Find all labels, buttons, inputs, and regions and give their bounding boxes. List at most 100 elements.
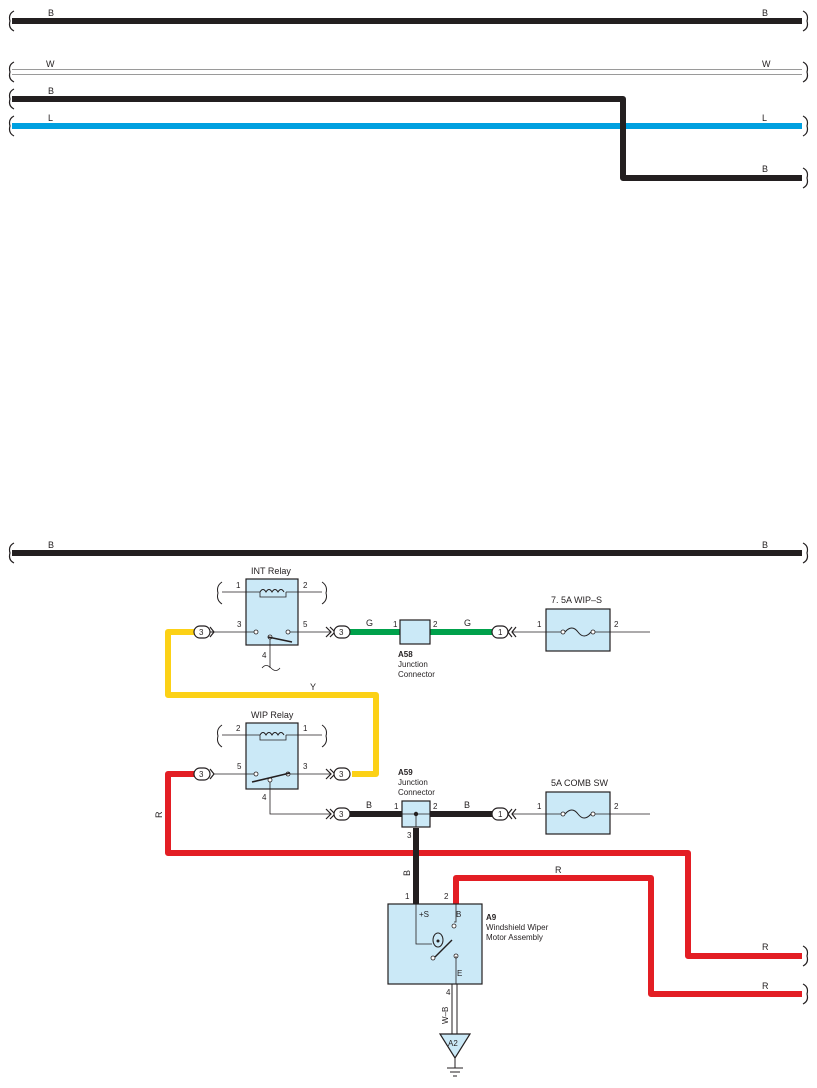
a58-pin1: 1 [393,620,398,629]
wire-label-r-right-2: R [762,981,769,991]
ground-code: A2 [448,1039,458,1048]
a9-pin1: 1 [405,892,410,901]
wire-label-r-vertical: R [154,811,164,818]
connector-comb: 1 [491,807,546,821]
wire-label-w-right: W [762,59,771,69]
int-relay-pin4: 4 [262,651,267,660]
a58-pin2: 2 [433,620,438,629]
int-relay-pin3: 3 [237,620,242,629]
wire-label-b-top-left: B [48,8,54,18]
fuse-comb-title: 5A COMB SW [551,778,609,788]
fuse-wips-title: 7. 5A WIP–S [551,595,602,605]
wire-label-y: Y [310,682,316,692]
int-relay-switch [267,636,293,643]
connector-comb-label: 1 [498,810,503,819]
connector-wips: 1 [491,625,546,639]
wire-label-l-left: L [48,113,53,123]
wip-relay: WIP Relay 2 1 5 3 4 [214,710,330,815]
a9-wiper-motor: 1 2 +S B E A9 Windshield Wiper Motor Ass… [387,892,549,997]
a59-pin2: 2 [433,802,438,811]
a59-name-line1: Junction [398,778,428,787]
wire-label-l-right: L [762,113,767,123]
connector-int-left: 3 [193,625,215,639]
wip-relay-title: WIP Relay [251,710,294,720]
connector-wips-label: 1 [498,628,503,637]
a9-term-s: +S [419,910,429,919]
wire-label-g-left: G [366,618,373,628]
wip-relay-pin3: 3 [303,762,308,771]
wire-r-main [165,771,802,959]
wire-y [165,629,379,777]
connector-wip-left-label: 3 [199,770,204,779]
wire-label-b-a59-right: B [464,800,470,810]
a58-name-line1: Junction [398,660,428,669]
ground-icon [447,1058,463,1077]
wip-relay-pin2: 2 [236,724,241,733]
a58-box [399,619,431,645]
wip-relay-pin4: 4 [262,793,267,802]
a59-name-line2: Connector [398,788,435,797]
connector-int-right: 3 [325,625,351,639]
wire-label-b-a59-left: B [366,800,372,810]
wire-label-b-top-right: B [762,8,768,18]
connector-wip-left: 3 [193,767,215,781]
a58-junction-connector: 1 2 A58 Junction Connector [393,619,438,679]
a9-box [387,903,483,985]
wire-label-r-right-1: R [762,942,769,952]
int-relay-pin2: 2 [303,581,308,590]
wire-label-b-a59-vertical: B [402,870,412,876]
a9-switch [434,939,453,958]
wire-label-b-bus-right: B [762,540,768,550]
int-relay-coil [259,589,285,593]
wire-b-step [12,96,802,181]
wire-label-w-left: W [46,59,55,69]
a9-pin2: 2 [444,892,449,901]
fuse-wips-pin2: 2 [614,620,619,629]
a58-name-line2: Connector [398,670,435,679]
wip-relay-pin1: 1 [303,724,308,733]
int-relay-title: INT Relay [251,566,291,576]
connector-int-left-label: 3 [199,628,204,637]
a9-code: A9 [486,913,497,922]
connector-int-right-label: 3 [339,628,344,637]
ground-wire-wb: W–B A2 [438,984,472,1077]
fuse-wips: 7. 5A WIP–S 1 2 [537,595,650,652]
int-relay: INT Relay 1 2 3 5 4 [214,566,330,671]
a9-term-e: E [457,969,462,978]
fuse-comb-pin2: 2 [614,802,619,811]
a59-code: A59 [398,768,413,777]
a59-pin3: 3 [407,831,412,840]
fuse-comb-pin1: 1 [537,802,542,811]
a59-junction-connector: A59 Junction Connector 1 2 3 [394,768,438,840]
a9-name-line1: Windshield Wiper [486,923,549,932]
wip-relay-coil [259,732,285,736]
int-relay-pin5: 5 [303,620,308,629]
fuse-wips-element [564,627,592,637]
wire-label-b-step-left: B [48,86,54,96]
a9-name-line2: Motor Assembly [486,933,543,942]
int-relay-box [245,578,299,646]
top-brackets [8,10,809,189]
bottom-b-bus: B B [8,540,809,564]
wire-label-b-bus-left: B [48,540,54,550]
wip-relay-switch [251,772,291,783]
a59-pin1: 1 [394,802,399,811]
fuse-comb-sw: 5A COMB SW 1 2 [537,778,650,835]
wire-label-r-motor: R [555,865,562,875]
a58-code: A58 [398,650,413,659]
connector-wip-pin4: 3 [325,807,351,821]
wire-label-wb: W–B [441,1007,450,1024]
connector-wip-right: 3 [325,767,351,781]
connector-wip-right-label: 3 [339,770,344,779]
connector-wip-pin4-label: 3 [339,810,344,819]
a9-pin4: 4 [446,988,451,997]
wip-relay-pin5: 5 [237,762,242,771]
fuse-wips-pin1: 1 [537,620,542,629]
wire-r-motor [453,875,802,997]
int-relay-pin1: 1 [236,581,241,590]
wire-label-b-step-right: B [762,164,768,174]
top-wire-bundle: B B W W B B L L [8,8,809,189]
a9-cam-icon [432,932,444,948]
ground-triangle [438,1033,472,1060]
